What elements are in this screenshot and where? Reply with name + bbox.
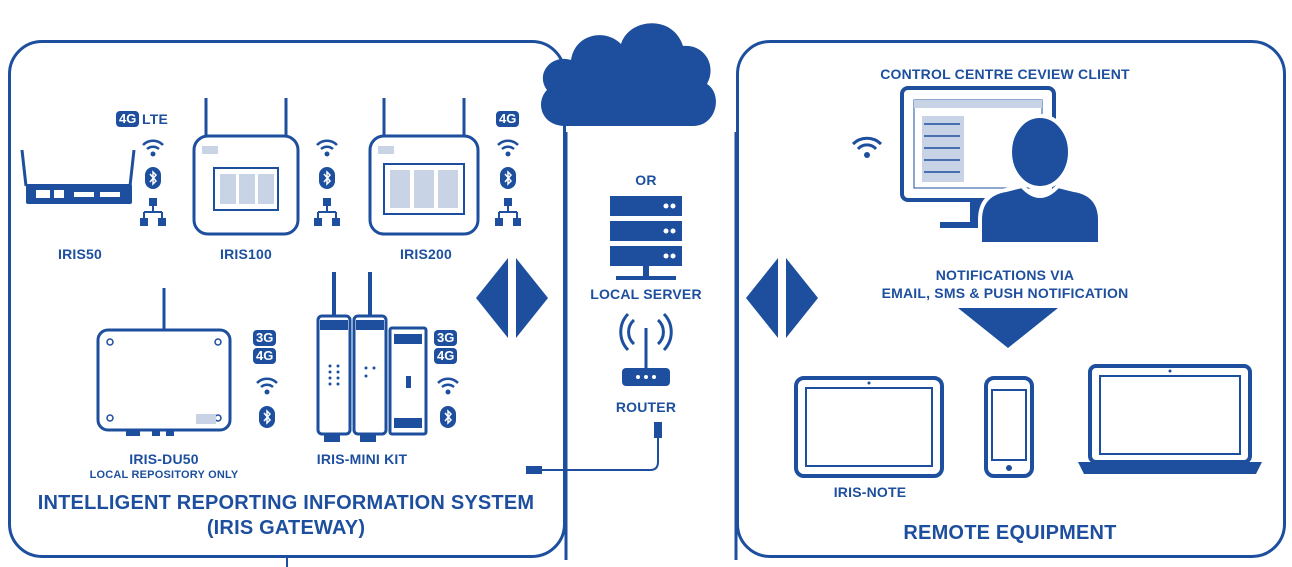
router-label: ROUTER (615, 399, 677, 415)
server-icon (610, 196, 682, 280)
phone-icon (984, 376, 1034, 478)
iris-du50-note: LOCAL REPOSITORY ONLY (89, 469, 239, 481)
left-panel-title-line2: (IRIS GATEWAY) (206, 517, 366, 539)
wifi-icon (256, 377, 278, 395)
router-icon (619, 312, 673, 386)
badge-4g: 4G (496, 111, 520, 127)
cable (526, 422, 662, 474)
iris-du50-label: IRIS-DU50 (129, 451, 199, 467)
left-panel-title-line1: INTELLIGENT REPORTING INFORMATION SYSTEM (37, 492, 535, 514)
server-label: LOCAL SERVER (590, 286, 702, 302)
arrow-icon (958, 308, 1058, 348)
wifi-icon (142, 139, 164, 157)
badge-lte-text: LTE (142, 111, 169, 127)
wifi-icon (497, 139, 519, 157)
cloud-line1: ICNS (609, 70, 645, 86)
iris200-label: IRIS200 (400, 246, 452, 262)
wifi-icon (851, 136, 883, 158)
bluetooth-icon (145, 167, 161, 189)
network-icon (140, 198, 166, 226)
tablet-icon (794, 376, 944, 478)
arrow-icon (746, 258, 818, 338)
wifi-icon (316, 139, 338, 157)
network-icon (314, 198, 340, 226)
bluetooth-icon (500, 167, 516, 189)
badge-4g-lte: 4G (116, 111, 140, 127)
badge-4g: 4G (253, 348, 277, 364)
iris-du50-device (96, 288, 232, 436)
iris50-label: IRIS50 (58, 246, 102, 262)
network-icon (495, 198, 521, 226)
iris100-device (192, 98, 300, 236)
badge-4g: 4G (434, 348, 458, 364)
user-icon (978, 114, 1102, 246)
bluetooth-icon (319, 167, 335, 189)
client-title: CONTROL CENTRE CEVIEW CLIENT (880, 66, 1130, 82)
notif-line2: EMAIL, SMS & PUSH NOTIFICATION (881, 285, 1129, 301)
iris-mini-kit-device (316, 272, 428, 442)
badge-3g: 3G (434, 330, 458, 346)
badge-3g: 3G (253, 330, 277, 346)
iris200-device (368, 98, 480, 236)
bluetooth-icon (259, 406, 275, 428)
wifi-icon (437, 377, 459, 395)
iris-mini-kit-label: IRIS-MINI KIT (316, 451, 408, 467)
bluetooth-icon (440, 406, 456, 428)
arrow-icon (476, 258, 548, 338)
remote-equipment-title: REMOTE EQUIPMENT (903, 522, 1117, 544)
notif-line1: NOTIFICATIONS VIA (935, 267, 1075, 283)
iris50-device (20, 149, 136, 204)
iris100-label: IRIS100 (220, 246, 272, 262)
cloud-icon (541, 23, 716, 126)
laptop-icon (1078, 364, 1262, 474)
or-label: OR (635, 172, 657, 188)
tablet-label: IRIS-NOTE (833, 484, 907, 500)
monitor-icon (900, 86, 1056, 228)
cloud-line2: REPOSITORY (580, 87, 674, 103)
